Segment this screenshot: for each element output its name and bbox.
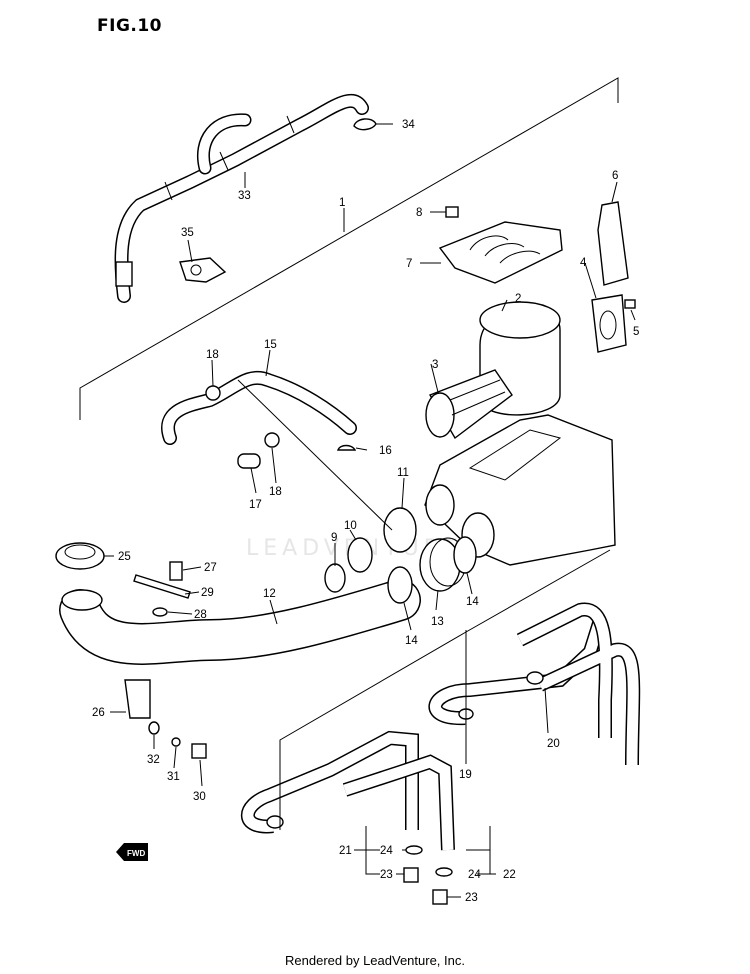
callout-15: 15 [264, 339, 277, 351]
callout-labels: 1 2 3 4 5 6 7 8 9 10 11 12 13 14 14 14 1… [92, 119, 639, 904]
callout-8: 8 [416, 207, 422, 219]
callout-16: 16 [379, 445, 392, 457]
callout-27: 27 [204, 562, 217, 574]
part-21-drain-hose [240, 730, 419, 834]
part-18-clamp-upper [205, 385, 221, 401]
part-11-joint [383, 507, 417, 553]
callout-34: 34 [402, 119, 415, 131]
part-31-nut [171, 737, 181, 747]
part-29-plate [133, 574, 191, 599]
callout-12: 12 [263, 588, 276, 600]
callout-33: 33 [238, 190, 251, 202]
callout-19: 19 [459, 769, 472, 781]
callout-11: 11 [397, 467, 409, 479]
part-28-washer [152, 607, 168, 617]
part-14-clamps [387, 536, 477, 604]
part-30-bolt [191, 743, 207, 759]
part-6-bracket [597, 201, 629, 286]
callout-1: 1 [339, 197, 345, 209]
part-16-clip [337, 444, 357, 451]
part-10-clamp [347, 537, 373, 573]
part-18-clamp-lower [264, 432, 280, 448]
leader-lines [104, 123, 636, 898]
callout-9: 9 [331, 532, 337, 544]
part-34-clip [353, 118, 377, 131]
callout-35: 35 [181, 227, 194, 239]
callout-30: 30 [193, 791, 206, 803]
callout-23-left: 23 [380, 869, 393, 881]
callout-26: 26 [92, 707, 105, 719]
part-5-screw [624, 299, 636, 309]
part-35-clamp [179, 257, 227, 283]
part-27-bolt [169, 561, 183, 581]
part-24-clip-b [435, 867, 453, 877]
part-17-cap [237, 453, 261, 469]
callout-24-left: 24 [380, 845, 393, 857]
air-cleaner-case [424, 414, 616, 566]
callout-13: 13 [431, 616, 444, 628]
callout-14-left: 14 [405, 635, 418, 647]
callout-29: 29 [201, 587, 214, 599]
forward-direction-badge: FWD [116, 843, 148, 861]
part-9-clamp [324, 563, 346, 593]
callout-20: 20 [547, 738, 560, 750]
figure-title: FIG.10 [97, 16, 163, 36]
callout-10: 10 [344, 520, 357, 532]
callout-2: 2 [515, 293, 521, 305]
part-23-plug-b [432, 889, 448, 905]
callout-22: 22 [503, 869, 516, 881]
part-20-drain-hose [516, 602, 641, 766]
callout-5: 5 [633, 326, 639, 338]
callout-28: 28 [194, 609, 207, 621]
part-26-bracket [124, 679, 151, 719]
callout-17: 17 [249, 499, 262, 511]
part-24-clip-a [405, 845, 423, 855]
callout-3: 3 [432, 359, 438, 371]
callout-21: 21 [339, 845, 352, 857]
callout-25: 25 [118, 551, 131, 563]
part-4-gasket [591, 294, 627, 353]
callout-4: 4 [580, 257, 587, 269]
part-8-screw [430, 206, 459, 218]
callout-24-right: 24 [468, 869, 481, 881]
part-22-drain-hose [342, 754, 455, 851]
part-12-inlet-duct [59, 579, 421, 665]
callout-31: 31 [167, 771, 180, 783]
part-23-plug-a [403, 867, 419, 883]
callout-18-upper: 18 [206, 349, 219, 361]
callout-23-right: 23 [465, 892, 478, 904]
callout-18-lower: 18 [269, 486, 282, 498]
part-25-seal [55, 542, 105, 570]
part-32-washer [148, 721, 160, 735]
part-3-element-cage [425, 369, 513, 440]
assembly-bracket [79, 77, 619, 420]
callout-6: 6 [612, 170, 618, 182]
part-7-cover [438, 221, 563, 284]
part-15-hose [161, 370, 357, 445]
part-33-breather-hose [114, 93, 369, 303]
callout-14-right: 14 [466, 596, 479, 608]
svg-text:FWD: FWD [127, 849, 145, 858]
footer-credit: Rendered by LeadVenture, Inc. [285, 953, 465, 968]
callout-32: 32 [147, 754, 160, 766]
callout-7: 7 [406, 258, 412, 270]
